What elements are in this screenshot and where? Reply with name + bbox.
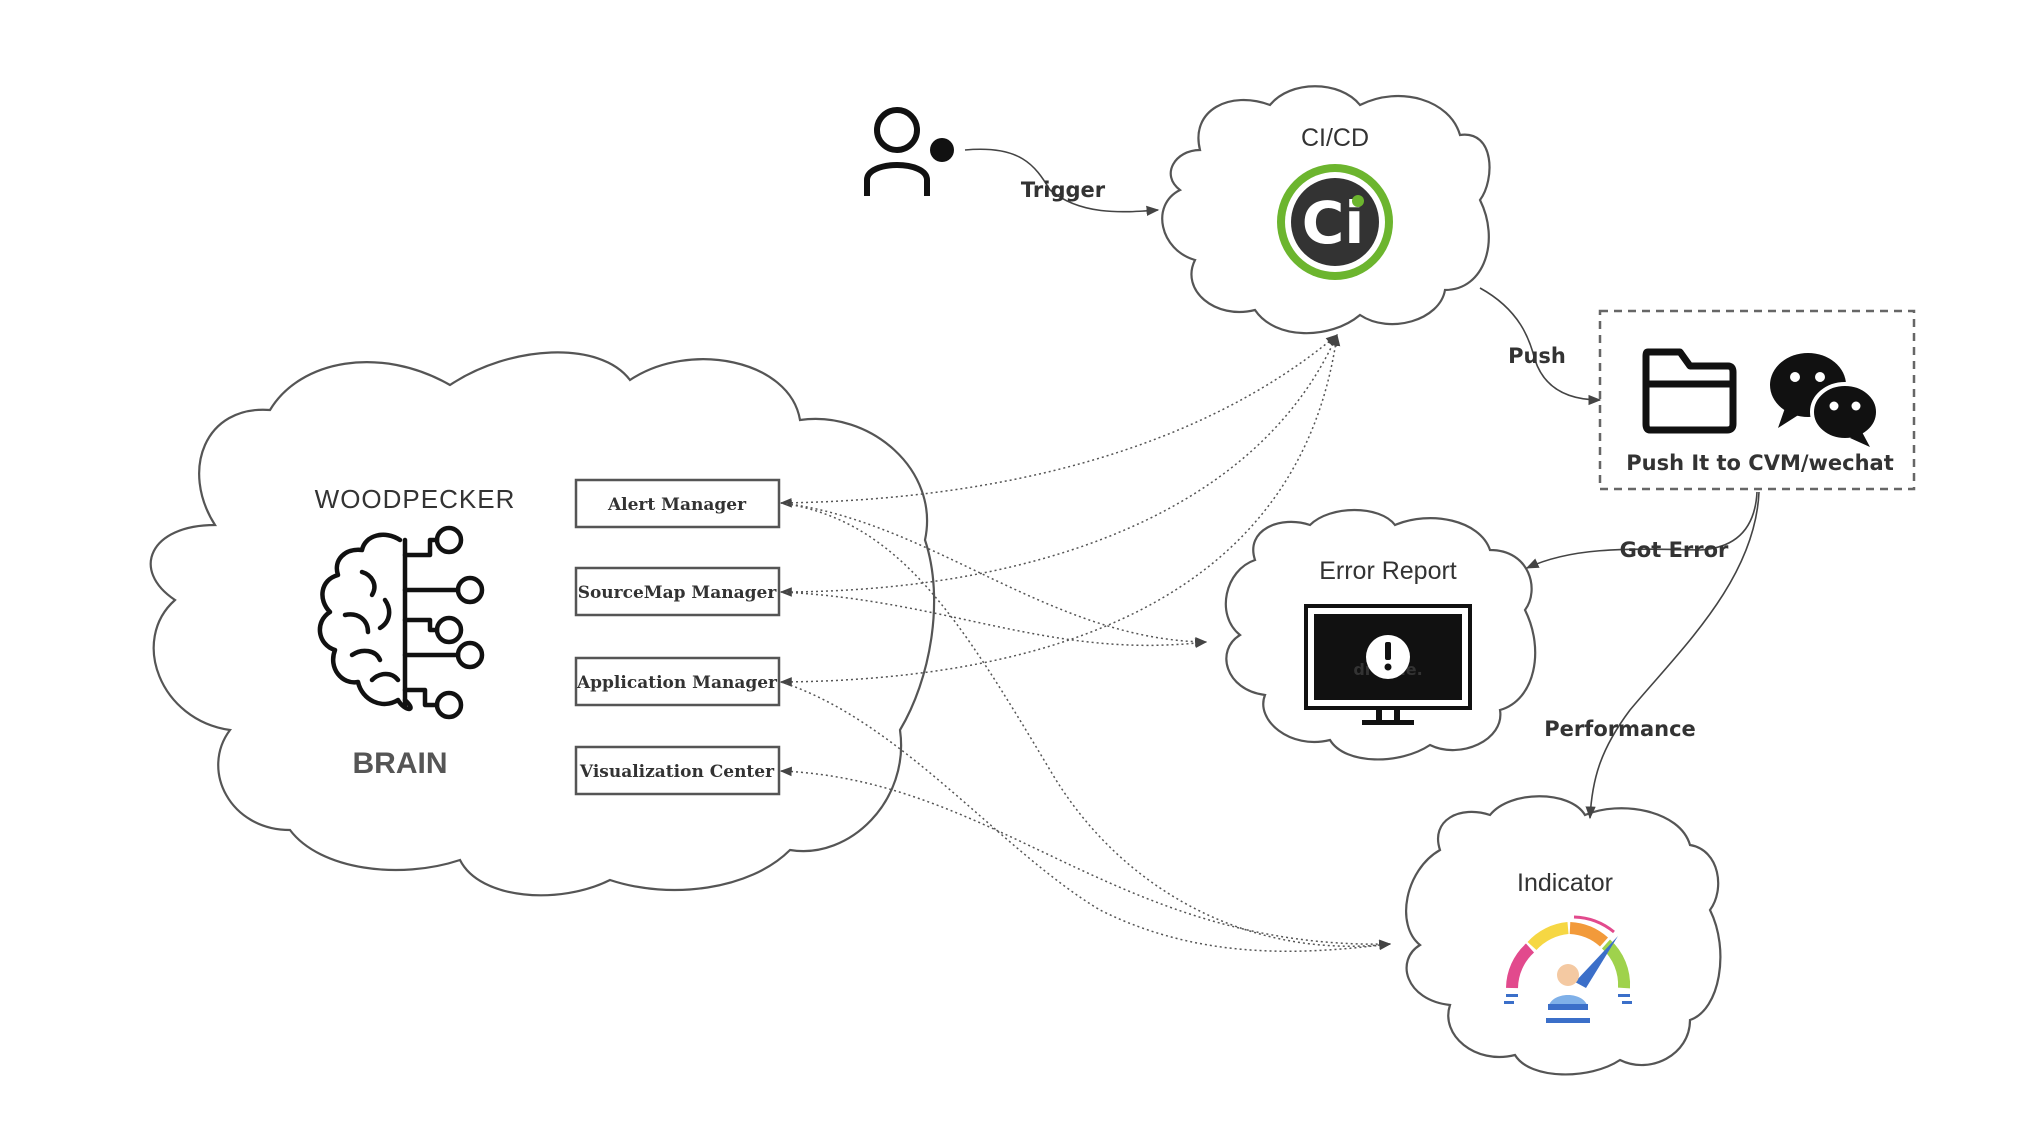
svg-text:Application Manager: Application Manager	[576, 673, 778, 693]
indicator-cloud	[1405, 795, 1722, 1076]
wechat-icon	[1770, 353, 1880, 447]
dotted-application-cicd	[779, 333, 1341, 687]
module-visualization-center[interactable]: Visualization Center	[574, 745, 781, 796]
user-icon	[864, 107, 954, 196]
cicd-title: CI/CD	[1301, 124, 1369, 152]
brain-circuit-icon	[317, 525, 485, 720]
brain-title: WOODPECKER	[315, 484, 516, 514]
edge-label-performance: Performance	[1544, 717, 1696, 741]
edge-got-error	[1525, 491, 1758, 569]
svg-text:Visualization Center: Visualization Center	[579, 762, 775, 782]
dotted-alert-error	[780, 502, 1208, 647]
brain-subtitle: BRAIN	[353, 747, 448, 780]
brain-cloud	[149, 351, 936, 897]
error-report-title: Error Report	[1319, 557, 1457, 585]
ci-logo-icon: Ci	[1277, 164, 1393, 280]
gauge-icon	[1504, 915, 1632, 1023]
push-target-label: Push It to CVM/wechat	[1626, 451, 1894, 475]
dotted-sourcemap-error	[780, 591, 1208, 649]
edge-label-got-error: Got Error	[1620, 538, 1729, 562]
module-sourcemap-manager[interactable]: SourceMap Manager	[574, 566, 781, 617]
edge-performance	[1585, 491, 1760, 820]
svg-text:SourceMap Manager: SourceMap Manager	[578, 583, 778, 603]
edge-push	[1479, 287, 1602, 406]
module-application-manager[interactable]: Application Manager	[574, 656, 781, 707]
monitor-alert-icon: dra me.	[1304, 604, 1472, 725]
module-alert-manager[interactable]: Alert Manager	[574, 478, 781, 529]
folder-icon	[1642, 348, 1737, 434]
edge-label-trigger: Trigger	[1021, 178, 1106, 202]
svg-text:Alert Manager: Alert Manager	[607, 495, 747, 515]
edge-trigger	[964, 148, 1160, 217]
indicator-title: Indicator	[1517, 869, 1613, 897]
edge-label-push: Push	[1508, 344, 1566, 368]
